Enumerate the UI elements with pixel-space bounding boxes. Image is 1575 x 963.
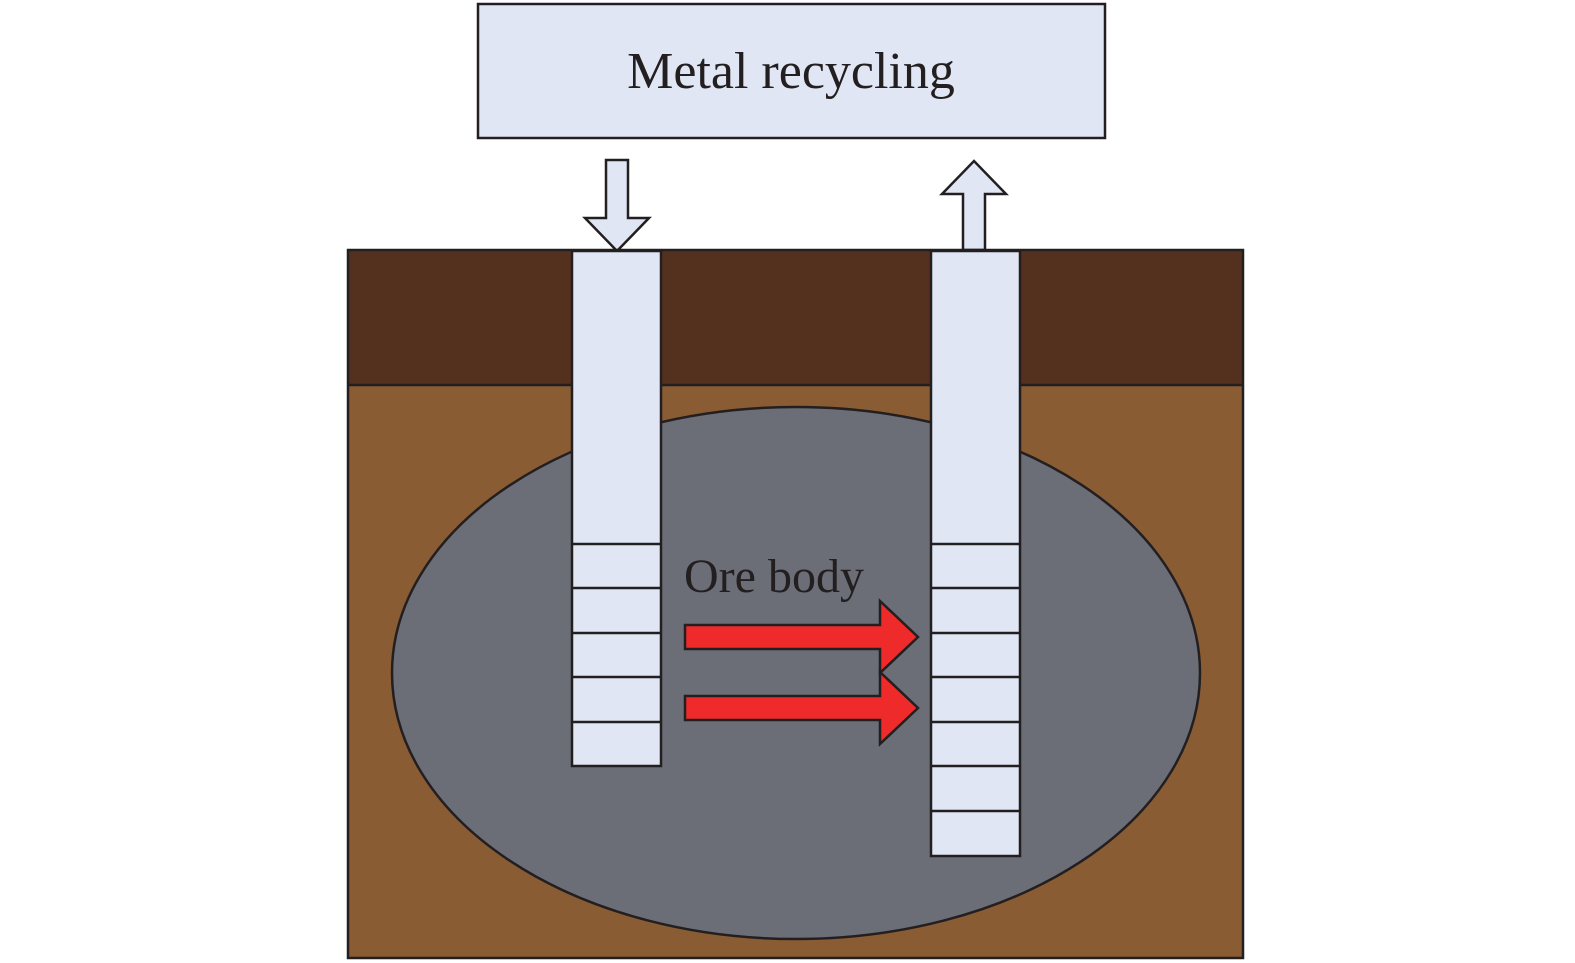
injection-down-arrow (582, 158, 652, 253)
ore-body (390, 405, 1202, 941)
ore-body-label: Ore body (684, 550, 864, 603)
production-up-arrow (939, 159, 1009, 252)
flow-arrow-upper (683, 598, 920, 676)
ground-frame (346, 248, 1245, 960)
production-well-casing (929, 249, 1022, 858)
topsoil-layer (348, 250, 1243, 385)
metal-recycling-box: Metal recycling (476, 2, 1107, 140)
production-well (929, 249, 1022, 858)
injection-well-casing (570, 249, 663, 768)
flow-arrow-lower (683, 669, 920, 747)
metal-recycling-label: Metal recycling (627, 43, 955, 100)
metal-recycling-box-frame (476, 2, 1107, 140)
injection-well (570, 249, 663, 768)
